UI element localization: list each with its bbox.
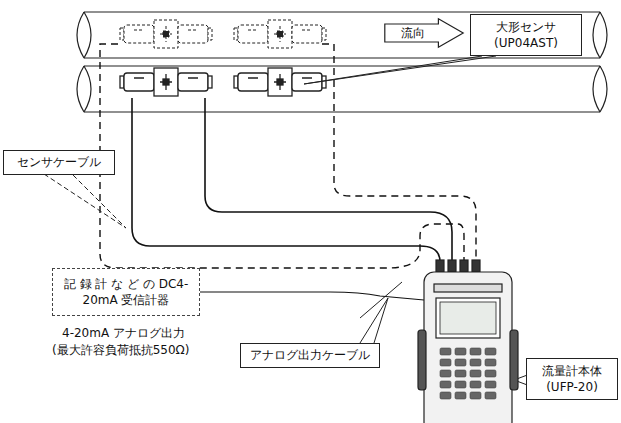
callout-tail — [44, 174, 126, 228]
node-text: センサケーブル — [17, 154, 101, 170]
callout-box: 流量計本体 (UFP-20) — [526, 358, 618, 400]
sensor-cable-back — [100, 44, 464, 268]
flow-meter — [418, 260, 518, 423]
note-label: 4-20mA アナログ出力 — [62, 326, 185, 342]
note-label: (最大許容負荷抵抗550Ω) — [52, 343, 189, 359]
sensor-cable — [205, 98, 452, 268]
callout-box: センサケーブル — [3, 150, 115, 175]
flow-arrow: 流向 — [384, 18, 464, 48]
callout-box: アナログ出力ケーブル — [240, 343, 380, 368]
sensor-back — [120, 20, 212, 48]
node-text: アナログ出力ケーブル — [250, 347, 370, 363]
leader-line — [304, 56, 496, 84]
pipe-end — [77, 12, 91, 112]
callout-tail — [360, 298, 388, 343]
analog-cable — [200, 292, 424, 300]
sensor-cable — [132, 98, 440, 268]
node-text: 大形センサ (UP04AST) — [480, 19, 572, 51]
pipe-end — [593, 12, 607, 112]
leader-line — [360, 282, 402, 318]
node-text: 記 録 計 な ど の DC4-20mA 受信計器 — [62, 276, 190, 308]
pipe — [84, 12, 600, 112]
callout-box: 大形センサ (UP04AST) — [470, 14, 582, 56]
sensor-back — [234, 20, 326, 48]
node-text: 流向 — [401, 25, 425, 41]
node-text: 流量計本体 (UFP-20) — [533, 363, 611, 395]
callout-box: 記 録 計 な ど の DC4-20mA 受信計器 — [52, 268, 200, 316]
sensor — [234, 68, 326, 96]
sensor — [120, 68, 212, 96]
